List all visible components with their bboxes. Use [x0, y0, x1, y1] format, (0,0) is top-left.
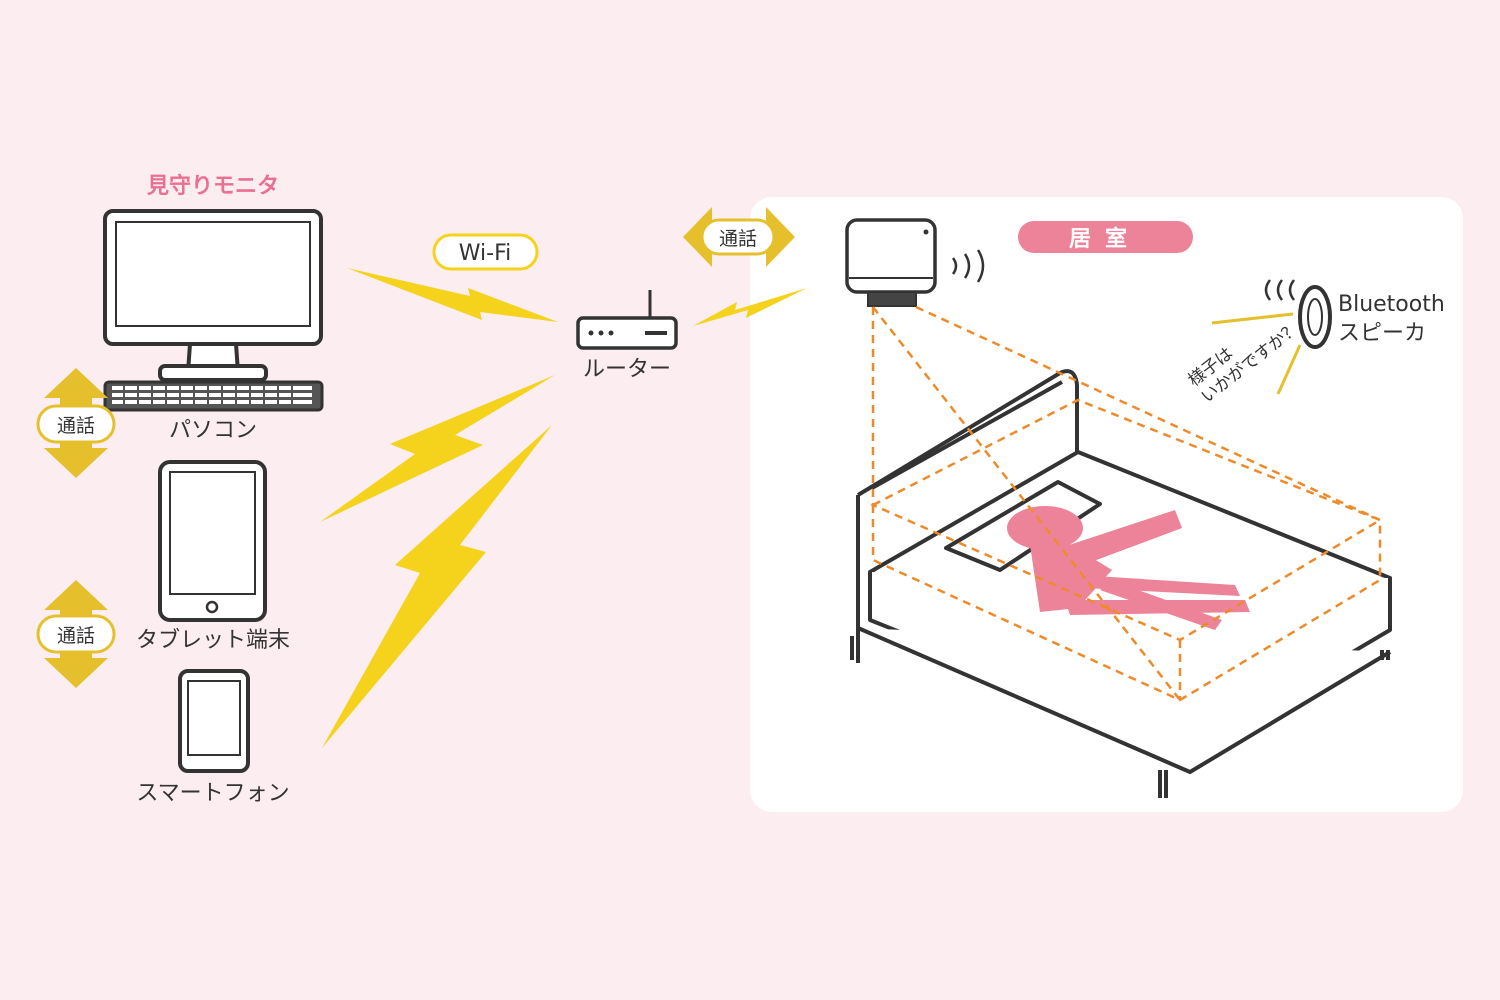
call-arrow-tablet-phone: 通話 [36, 580, 116, 688]
monitors-title: 見守りモニタ [147, 173, 279, 199]
svg-text:通話: 通話 [57, 625, 95, 647]
wifi-bolts [320, 268, 807, 748]
room-title-badge: 居室 [1018, 221, 1193, 253]
svg-text:Wi-Fi: Wi-Fi [459, 241, 512, 266]
svg-text:居室: 居室 [1069, 226, 1141, 252]
tablet-label: タブレット端末 [136, 628, 290, 653]
phone-label: スマートフォン [136, 781, 289, 806]
router-label: ルーター [583, 357, 671, 382]
router-icon [576, 290, 678, 350]
call-arrow-room: 通話 [683, 207, 795, 267]
speaker-label-line1: Bluetooth [1338, 292, 1445, 317]
smartphone-icon [178, 669, 250, 773]
bed-icon [850, 369, 1392, 798]
keyboard-icon [103, 380, 324, 412]
sensor-device-icon [845, 218, 985, 307]
desktop-monitor-icon [103, 209, 323, 382]
svg-text:通話: 通話 [719, 228, 757, 250]
wifi-badge: Wi-Fi [432, 233, 539, 271]
tablet-icon [158, 460, 267, 622]
call-arrow-pc-tablet: 通話 [36, 368, 116, 478]
sensor-range [870, 305, 1383, 702]
speaker-label-line2: スピーカ [1338, 321, 1426, 346]
svg-text:通話: 通話 [57, 415, 95, 437]
pc-label: パソコン [169, 418, 257, 443]
speaker-icon [1211, 279, 1332, 395]
